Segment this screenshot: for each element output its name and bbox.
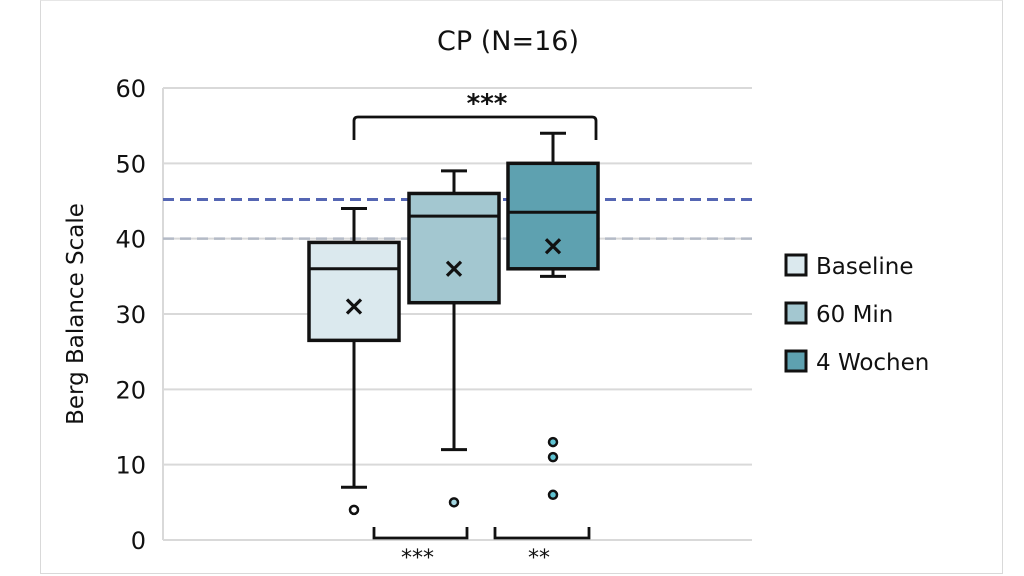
mean-marker (345, 298, 363, 315)
mean-marker (445, 260, 463, 277)
outlier-point (547, 489, 559, 501)
significance-label-top: *** (467, 89, 508, 119)
iqr-box (407, 191, 501, 305)
chart-title: CP (N=16) (437, 26, 579, 57)
significance-bracket-bottom (372, 527, 469, 540)
chart-frame (40, 0, 1003, 574)
legend-label: 4 Wochen (816, 350, 929, 376)
outlier-point (547, 451, 559, 463)
legend-swatch (784, 301, 808, 325)
mean-marker (544, 238, 562, 255)
y-tick-label: 10 (115, 452, 146, 480)
outlier-point (448, 497, 460, 508)
legend-swatch (784, 253, 808, 277)
significance-bracket-bottom (493, 527, 591, 540)
legend-item: 60 Min (784, 301, 893, 328)
legend-item: 4 Wochen (784, 349, 929, 376)
y-tick-label: 0 (131, 527, 146, 555)
y-tick-label: 60 (115, 75, 146, 103)
y-tick-label: 20 (115, 376, 146, 404)
box-60-min (407, 169, 501, 508)
y-tick-label: 50 (115, 150, 146, 178)
significance-label-bottom: *** (401, 546, 434, 571)
significance-label-bottom: ** (528, 546, 550, 571)
iqr-box (307, 240, 401, 343)
legend-label: 60 Min (816, 302, 893, 328)
significance-bracket-top (352, 115, 598, 140)
y-tick-label: 30 (115, 301, 146, 329)
legend-label: Baseline (816, 254, 914, 280)
box-baseline (307, 207, 401, 516)
box-4-wochen (506, 131, 600, 501)
iqr-box (506, 161, 600, 271)
outlier-point (348, 504, 360, 516)
y-axis-label: Berg Balance Scale (63, 203, 89, 425)
legend-swatch (784, 349, 808, 373)
legend-item: Baseline (784, 253, 914, 280)
outlier-point (547, 436, 559, 448)
y-tick-label: 40 (115, 226, 146, 254)
